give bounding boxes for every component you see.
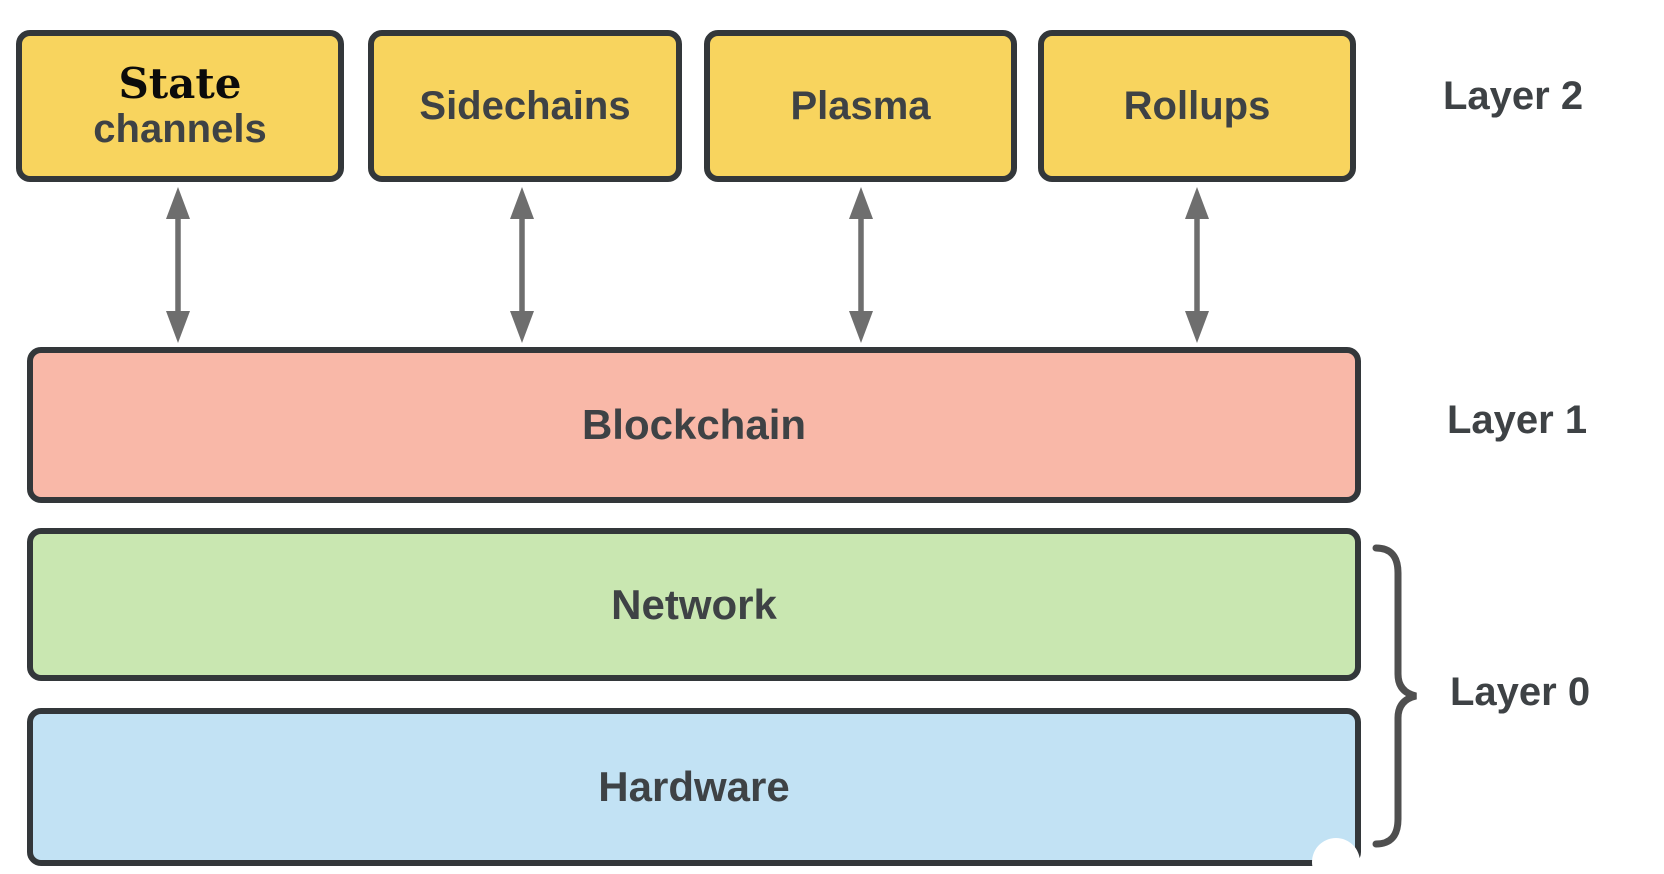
label-layer-0: Layer 0 (1450, 670, 1591, 714)
arrow-state-channels-blockchain (166, 187, 190, 343)
arrow-rollups-blockchain (1185, 187, 1209, 343)
box-state-channels: State channels (16, 30, 344, 182)
label-layer-2: Layer 2 (1443, 74, 1584, 118)
box-plasma-label: Plasma (790, 83, 931, 128)
box-network: Network (27, 528, 1361, 681)
label-layer-1: Layer 1 (1447, 398, 1588, 442)
box-plasma: Plasma (704, 30, 1017, 182)
arrow-plasma-blockchain (849, 187, 873, 343)
state-channels-line1: State (118, 59, 242, 109)
box-hardware: Hardware (27, 708, 1361, 866)
box-sidechains: Sidechains (368, 30, 682, 182)
box-rollups: Rollups (1038, 30, 1356, 182)
state-channels-line2: channels (93, 107, 267, 152)
watermark-notch (1312, 838, 1360, 874)
box-state-channels-label: State channels (93, 60, 266, 152)
box-blockchain-label: Blockchain (581, 401, 807, 448)
layer0-brace (1372, 544, 1417, 848)
box-blockchain: Blockchain (27, 347, 1361, 503)
box-sidechains-label: Sidechains (419, 83, 631, 128)
arrow-sidechains-blockchain (510, 187, 534, 343)
box-network-label: Network (611, 580, 777, 628)
box-rollups-label: Rollups (1123, 83, 1271, 128)
box-hardware-label: Hardware (598, 763, 790, 810)
